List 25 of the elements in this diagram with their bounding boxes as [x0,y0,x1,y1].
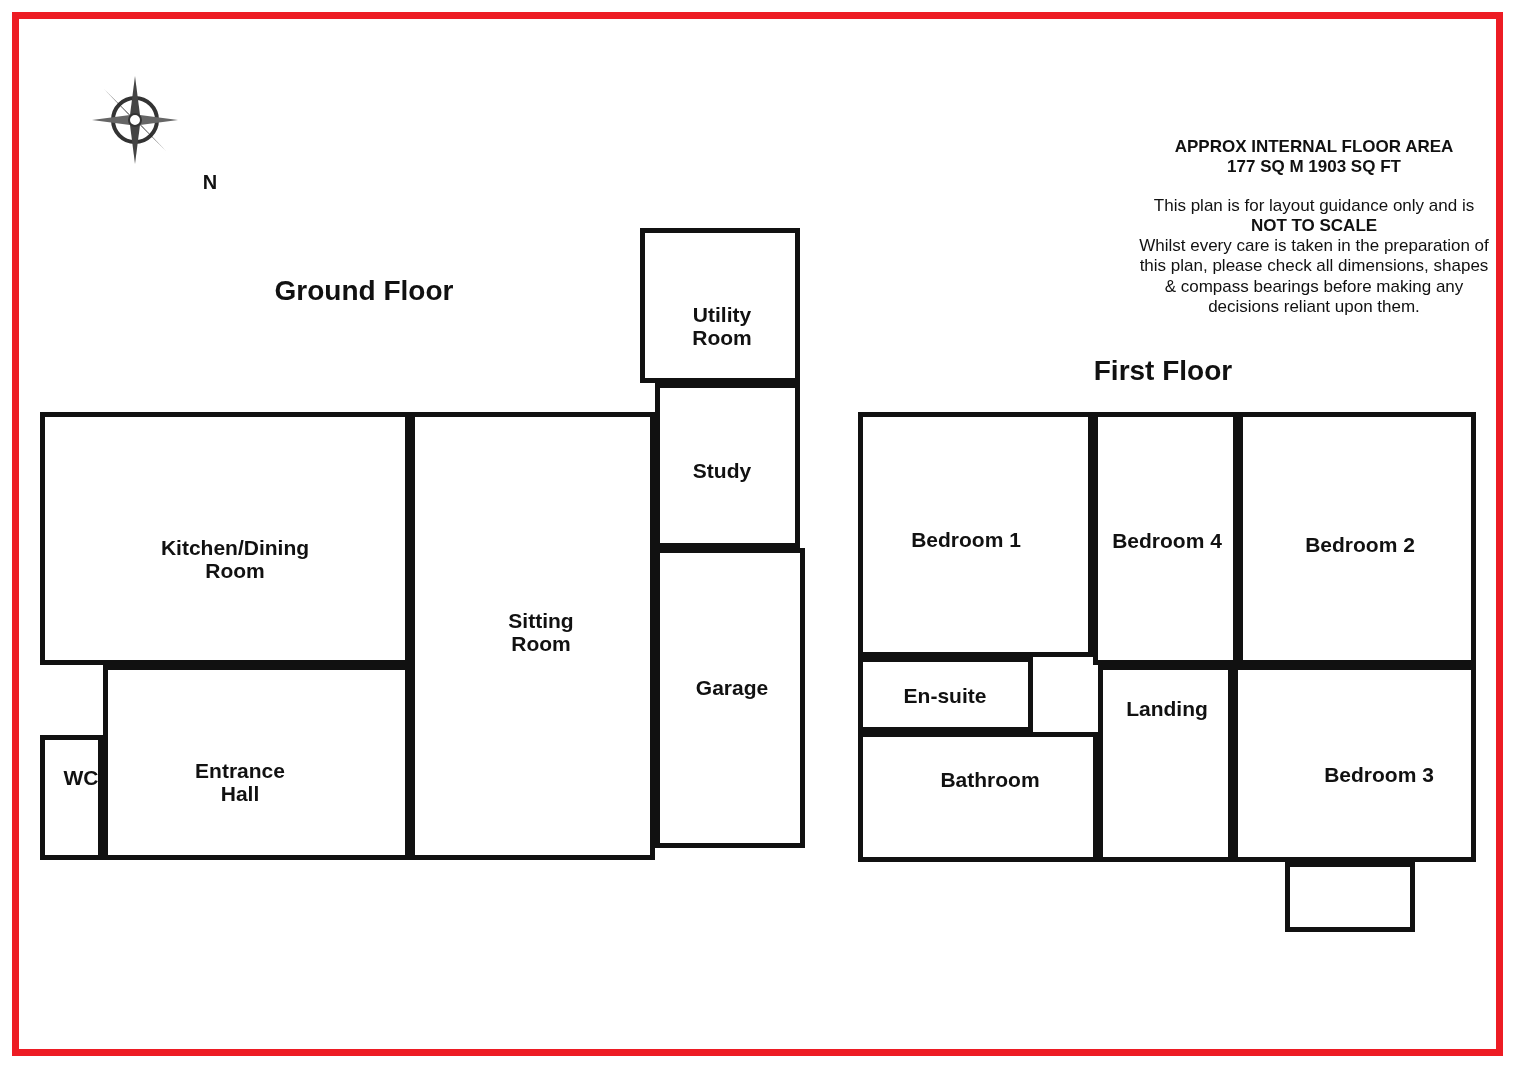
room-name: Entrance Hall [194,759,286,805]
plan-note: This plan is for layout guidance only and is [1152,196,1476,217]
room-outline [640,228,800,383]
room-name: Bathroom [939,767,1041,791]
room-name: En-suite [902,683,988,707]
room-name: Kitchen/Dining Room [159,536,311,582]
room-name: Bedroom 2 [1304,532,1416,556]
room-outline [40,735,103,860]
bay-outline [1285,862,1415,932]
room-name: Garage [694,675,770,699]
plan-note: APPROX INTERNAL FLOOR AREA [1173,137,1455,158]
room-name: Sitting Room [507,609,575,655]
room-name: Study [691,458,753,482]
plan-note: Whilst every care is taken in the preparation of this plan, please check all dimensions, shapes & compass bearings before making any decisions reliant upon them. [1138,236,1490,318]
plan-note: Ground Floor [273,274,455,308]
room-name: Utility Room [691,303,753,349]
plan-note: 177 SQ M 1903 SQ FT [1226,157,1402,178]
plan-note: NOT TO SCALE [1249,216,1379,237]
room-name: Bedroom 3 [1323,762,1435,786]
room-name: Bedroom 1 [910,527,1022,551]
room-name: WC [62,765,100,789]
room-name: Landing [1125,696,1209,720]
plan-note: First Floor [1092,354,1234,388]
room-name: Bedroom 4 [1111,528,1223,552]
compass-north-letter: N [201,170,219,194]
